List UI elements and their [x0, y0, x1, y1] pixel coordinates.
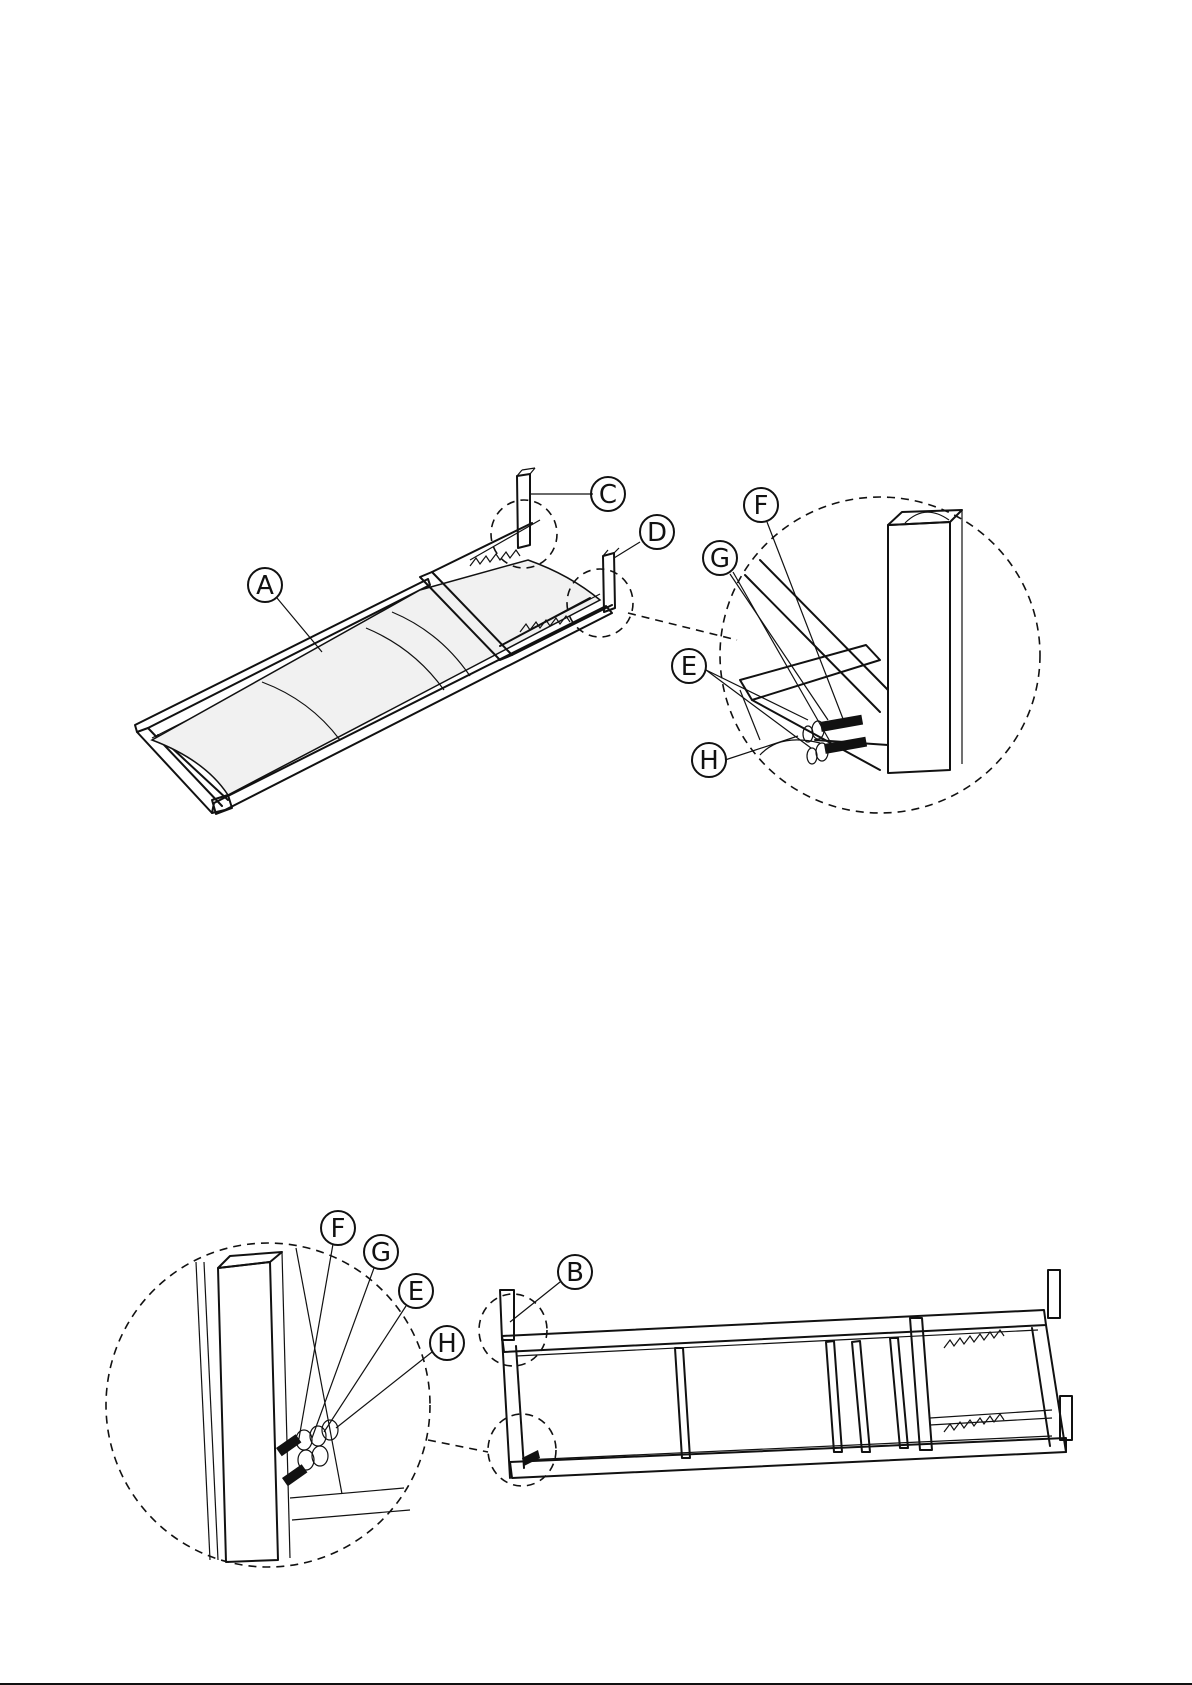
svg-text:A: A [256, 571, 274, 601]
svg-text:D: D [647, 518, 667, 548]
callout-g-bottom: G [312, 1235, 398, 1438]
callout-c: C [530, 477, 625, 511]
callout-h-bottom: H [336, 1326, 464, 1428]
svg-text:F: F [331, 1214, 346, 1244]
svg-text:F: F [754, 491, 769, 521]
svg-text:G: G [710, 544, 730, 574]
svg-text:E: E [681, 652, 697, 682]
svg-text:B: B [566, 1258, 584, 1288]
callout-d: D [614, 515, 674, 558]
svg-text:H: H [437, 1329, 457, 1359]
callout-a: A [248, 568, 322, 652]
curved-panel [152, 560, 600, 795]
svg-text:H: H [699, 746, 719, 776]
bottom-detail-view [106, 1243, 430, 1567]
callout-e-bottom: E [324, 1274, 433, 1432]
svg-text:E: E [408, 1277, 424, 1307]
callout-b: B [510, 1255, 592, 1322]
callout-f: F [744, 488, 845, 724]
svg-text:G: G [371, 1238, 391, 1268]
bottom-bench-frame [428, 1270, 1072, 1486]
svg-text:C: C [599, 480, 617, 510]
top-detail-view [720, 497, 1040, 813]
